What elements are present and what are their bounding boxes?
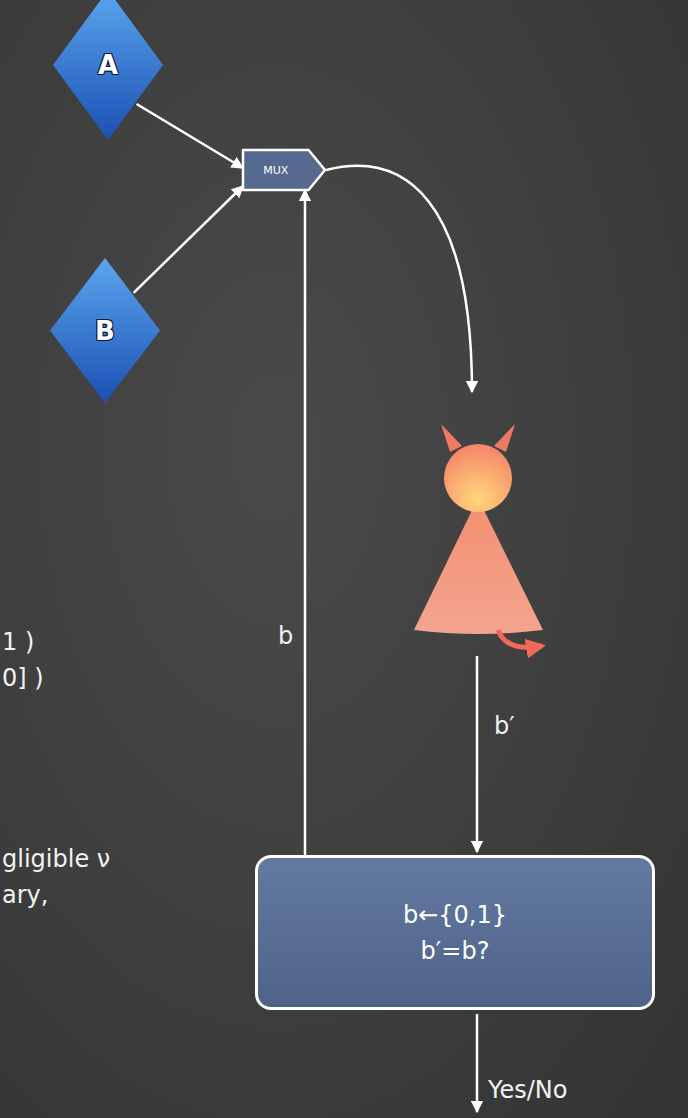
- mux-output-arrow: [326, 166, 472, 392]
- edge-label: b: [278, 622, 293, 651]
- adversary-tail: [498, 630, 542, 647]
- output-arrow: [476, 1014, 479, 1112]
- text-group: A: [53, 0, 163, 140]
- input-diamond: A: [53, 0, 163, 140]
- pentagon: [243, 150, 325, 190]
- connector-arrow: [304, 190, 307, 855]
- node-text: b←{0,1}: [403, 897, 507, 933]
- input-diamond: B: [50, 258, 160, 403]
- connector-arrow: [137, 104, 243, 168]
- cut-off-text: gligible ν: [2, 845, 110, 874]
- adversary-head: [444, 444, 512, 512]
- text-group: B: [50, 258, 160, 403]
- diamond: [53, 0, 163, 140]
- challenger-box: b←{0,1}b′=b?: [255, 855, 655, 1010]
- horn: [494, 424, 515, 452]
- text-group: b←{0,1}b′=b?: [258, 858, 652, 1007]
- output-label: Yes/No: [488, 1076, 567, 1105]
- guess-arrow: [476, 656, 479, 852]
- adversary-body: [414, 498, 543, 634]
- connector-arrow: [134, 186, 243, 293]
- node-text: B: [95, 316, 115, 346]
- cut-off-text: 1 ): [2, 628, 34, 657]
- node-text: A: [98, 50, 118, 80]
- cut-off-text: ary,: [2, 881, 48, 910]
- cut-off-text: 0] ): [2, 664, 44, 693]
- node-text: b′=b?: [421, 933, 490, 969]
- diamond: [50, 258, 160, 403]
- guess-label: b′: [494, 712, 515, 741]
- mux-block: MUX: [243, 150, 325, 190]
- text-group: MUX: [243, 150, 309, 190]
- node-text: MUX: [263, 164, 288, 177]
- horn: [441, 424, 462, 452]
